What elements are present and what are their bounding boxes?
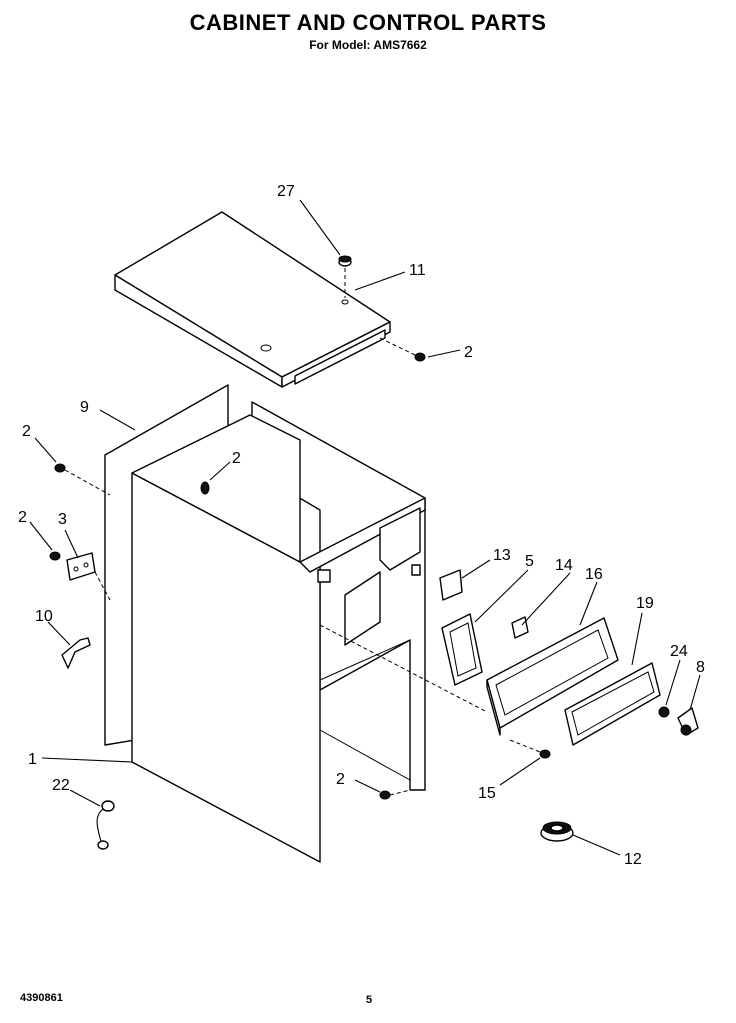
callout-14: 14 (555, 557, 573, 574)
foot-glide-part (540, 821, 574, 842)
callout-19: 19 (636, 595, 654, 612)
callout-10: 10 (35, 608, 53, 625)
top-panel-part (114, 211, 391, 388)
screw-control-panel (509, 739, 551, 759)
callout-2-left-lower: 2 (18, 509, 27, 526)
callout-2-top: 2 (464, 344, 473, 361)
callout-27: 27 (277, 183, 295, 200)
callout-5: 5 (525, 553, 534, 570)
bracket-part (49, 551, 111, 601)
callout-2-left-upper: 2 (22, 423, 31, 440)
callout-13: 13 (493, 547, 511, 564)
knob-part (658, 706, 699, 736)
model-subtitle: For Model: AMS7662 (309, 38, 427, 52)
callout-15: 15 (478, 785, 496, 802)
screw-top-panel (379, 337, 426, 362)
callout-22: 22 (52, 777, 70, 794)
switch-part (439, 569, 463, 601)
callout-3: 3 (58, 511, 67, 528)
callout-12: 12 (624, 851, 642, 868)
control-housing-part (441, 613, 483, 686)
cabinet-front-panel (131, 414, 426, 863)
callout-9: 9 (80, 399, 89, 416)
callout-11: 11 (409, 262, 426, 279)
screw-bottom (379, 789, 411, 800)
callout-16: 16 (585, 566, 603, 583)
page-number: 5 (366, 994, 373, 1006)
hose-clamp-part (96, 800, 115, 850)
overlay-panel-part (564, 662, 661, 746)
leader-lines (29, 199, 701, 856)
hinge-pin-part (61, 637, 91, 669)
callout-8: 8 (696, 659, 705, 676)
callout-2-bottom: 2 (336, 771, 345, 788)
callout-1: 1 (28, 751, 37, 768)
page-title: CABINET AND CONTROL PARTS (189, 10, 547, 35)
plug-button-part (338, 255, 352, 267)
screw-middle (200, 481, 210, 495)
callout-2-middle: 2 (232, 450, 241, 467)
screw-left-upper (54, 463, 111, 496)
document-number: 4390861 (20, 992, 63, 1004)
callout-24: 24 (670, 643, 688, 660)
